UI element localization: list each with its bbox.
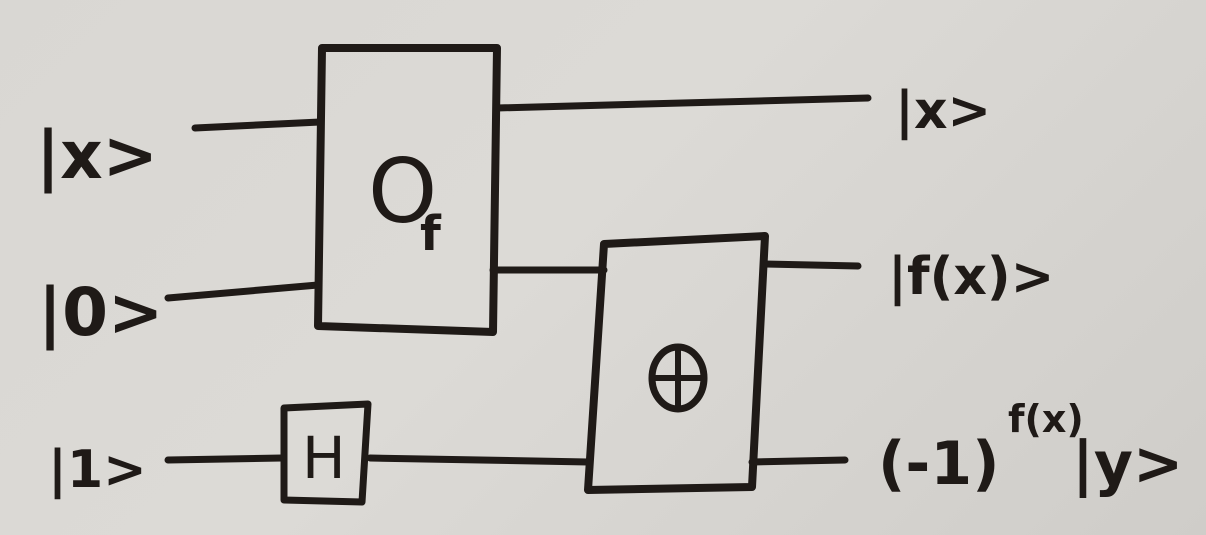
xor-symbol-icon xyxy=(648,343,708,413)
output-phase-exponent: f(x) xyxy=(1008,397,1084,441)
xor-gate-box xyxy=(584,232,769,494)
wire-zero-in xyxy=(164,281,322,302)
input-label-x: |x> xyxy=(36,117,158,195)
wire-h-to-xor xyxy=(366,454,592,466)
output-label-x: |x> xyxy=(895,81,991,141)
wire-phase-out xyxy=(748,456,849,466)
output-phase-prefix: (-1) xyxy=(878,429,1000,499)
wire-one-to-h xyxy=(164,454,286,464)
output-label-fx: |f(x)> xyxy=(888,247,1054,307)
input-label-one: |1> xyxy=(48,440,147,500)
oracle-gate-label: O xyxy=(368,140,437,243)
output-phase-ket: |y> xyxy=(1072,429,1183,499)
hadamard-gate-box xyxy=(280,400,372,506)
input-label-zero: |0> xyxy=(38,274,163,352)
oracle-gate-box xyxy=(314,44,501,336)
hadamard-gate-label: H xyxy=(302,424,346,492)
oracle-gate-subscript: f xyxy=(420,206,442,262)
wire-fx-out xyxy=(761,260,862,270)
wire-x-out xyxy=(493,94,872,112)
wire-x-in xyxy=(191,118,324,132)
